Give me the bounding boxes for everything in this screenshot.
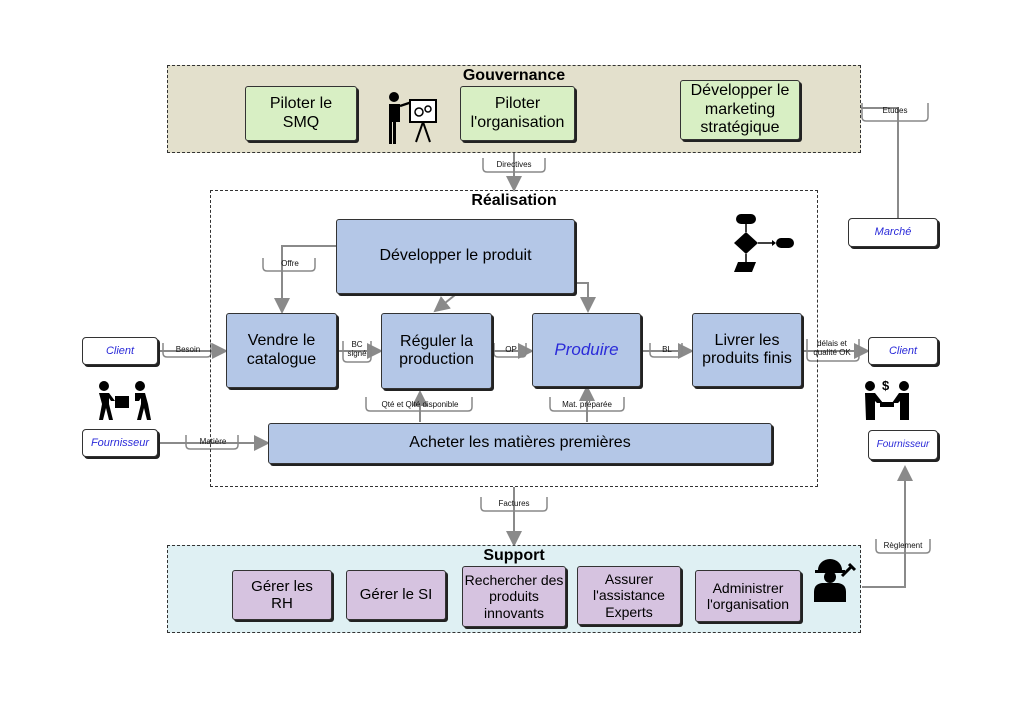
- vendre-catalogue-box[interactable]: Vendre le catalogue: [226, 313, 337, 388]
- developper-produit-box[interactable]: Développer le produit: [336, 219, 575, 294]
- presenter-icon: [389, 92, 437, 144]
- worker-icon: [814, 559, 857, 602]
- piloter-smq-box[interactable]: Piloter le SMQ: [245, 86, 357, 141]
- flow-label-directives: Directives: [496, 160, 532, 169]
- marche-box[interactable]: Marché: [848, 218, 938, 247]
- assurer-assistance-box[interactable]: Assurer l'assistance Experts: [577, 566, 681, 625]
- client-input-box[interactable]: Client: [82, 337, 158, 365]
- flow-label-qte-qlte: Qté et Qlté disponible: [381, 400, 459, 409]
- support-title: Support: [483, 547, 545, 564]
- flow-label-matiere: Matière: [199, 437, 227, 446]
- flow-label-op: OP: [505, 345, 517, 354]
- developper-marketing-box[interactable]: Développer le marketing stratégique: [680, 80, 800, 140]
- fournisseur-output-box[interactable]: Fournisseur: [868, 430, 938, 460]
- acheter-matieres-box[interactable]: Acheter les matières premières: [268, 423, 772, 464]
- rechercher-produits-box[interactable]: Rechercher des produits innovants: [462, 566, 566, 627]
- flow-label-besoin: Besoin: [175, 345, 201, 354]
- governance-title: Gouvernance: [462, 67, 566, 84]
- gerer-rh-box[interactable]: Gérer les RH: [232, 570, 332, 620]
- movers-icon: [99, 381, 151, 420]
- reguler-production-box[interactable]: Réguler la production: [381, 313, 492, 389]
- livrer-produits-box[interactable]: Livrer les produits finis: [692, 313, 802, 387]
- realisation-region: Réalisation: [210, 190, 818, 487]
- flow-label-reglement: Règlement: [883, 541, 923, 550]
- flow-label-bc-signe: BC signé: [347, 340, 367, 359]
- svg-text:$: $: [882, 378, 890, 393]
- produire-box[interactable]: Produire: [532, 313, 641, 387]
- flowchart-icon: [734, 214, 794, 272]
- flow-label-offre: Offre: [281, 259, 299, 268]
- client-output-box[interactable]: Client: [868, 337, 938, 365]
- flow-label-bl: BL: [662, 345, 672, 354]
- fournisseur-input-box[interactable]: Fournisseur: [82, 429, 158, 457]
- piloter-organisation-box[interactable]: Piloter l'organisation: [460, 86, 575, 141]
- flow-label-mat-preparee: Mat. préparée: [562, 400, 612, 409]
- handshake-money-icon: $: [865, 378, 909, 420]
- flow-label-delais-qualite: délais et qualité OK: [813, 339, 851, 358]
- flow-label-etudes: Etudes: [882, 106, 908, 115]
- administrer-organisation-box[interactable]: Administrer l'organisation: [695, 570, 801, 622]
- gerer-si-box[interactable]: Gérer le SI: [346, 570, 446, 620]
- realisation-title: Réalisation: [471, 192, 557, 209]
- flow-label-factures: Factures: [498, 499, 530, 508]
